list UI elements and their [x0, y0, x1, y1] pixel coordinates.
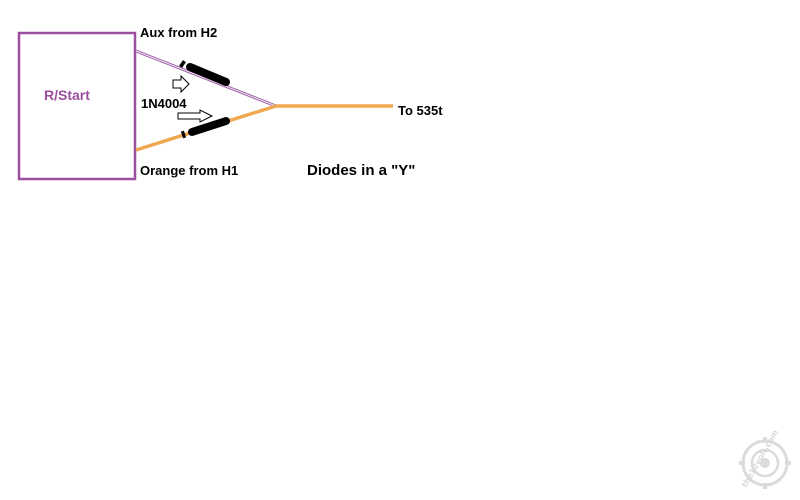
watermark-text: the12volt.com [740, 428, 780, 489]
rstart-module-label: R/Start [44, 87, 90, 103]
diagram-caption: Diodes in a "Y" [307, 162, 415, 179]
aux-wire-stripe [135, 50, 277, 107]
rstart-module-box [17, 31, 137, 181]
aux-wire-label: Aux from H2 [140, 25, 217, 40]
orange-wire-label: Orange from H1 [140, 163, 238, 178]
diode-icon [180, 117, 230, 139]
arrow-right-outline-icon [172, 74, 190, 94]
output-wire-label: To 535t [398, 103, 443, 118]
diode-part-label: 1N4004 [141, 96, 187, 111]
diode-icon [179, 60, 230, 86]
gear-badge-icon [739, 437, 791, 489]
arrow-right-outline-icon [177, 109, 214, 123]
